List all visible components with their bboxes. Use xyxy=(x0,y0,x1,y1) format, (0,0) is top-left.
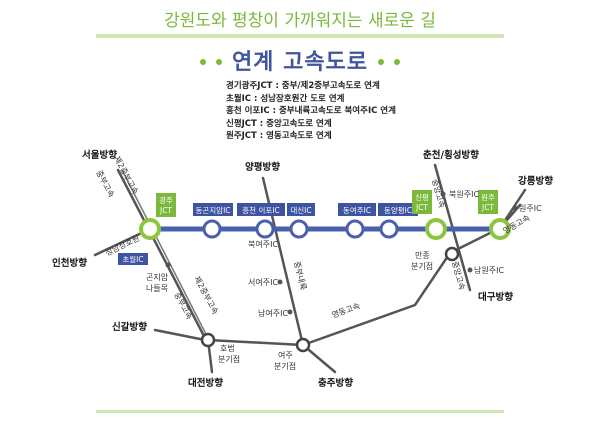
direction-yangpyeong: 양평방향 xyxy=(245,161,280,173)
direction-chungju: 충주방향 xyxy=(318,377,353,389)
wonju-jct-label-1: 원주 xyxy=(481,193,495,202)
sinpyeong-jct-node xyxy=(425,218,447,240)
main-title-row: 연계 고속도로 xyxy=(0,44,600,76)
hobeop-jct-node xyxy=(200,332,216,348)
bukyeoju-ic-label: 북여주IC xyxy=(248,239,278,249)
header-subtitle: 강원도와 평창이 가까워지는 새로운 길 xyxy=(164,11,436,31)
daesin-ic-box xyxy=(287,203,315,216)
dongyeoju-ic-label: 동여주IC xyxy=(343,205,371,215)
gwangju-jct-label-1: 광주 xyxy=(159,195,173,205)
chowol-ic-box xyxy=(118,253,148,265)
gonjiam-ic-dot xyxy=(165,262,171,268)
donggonjiam-ic-box xyxy=(193,203,233,216)
yeoju-jct-node xyxy=(295,337,311,353)
gonjiam-label-2: 나들목 xyxy=(146,284,168,293)
daesin-ic-node xyxy=(289,219,309,239)
heungcheon-ipo-ic-box xyxy=(237,203,285,216)
bukwonju-ic-dot xyxy=(440,191,446,197)
namwonju-ic-dot xyxy=(467,267,473,273)
description-line: 초월IC : 성남장호원간 도로 연계 xyxy=(226,93,345,104)
yeoju-label-1: 여주 xyxy=(278,350,293,360)
direction-daegu: 대구방향 xyxy=(478,291,513,303)
direction-chuncheon: 춘천/횡성방향 xyxy=(423,149,479,161)
hobeop-label-2: 분기점 xyxy=(218,354,240,364)
direction-singal: 신갈방향 xyxy=(112,321,147,333)
title-dot-right-1 xyxy=(378,58,385,65)
dongyangpyeong-ic-box xyxy=(378,203,418,216)
wonju-jct-box xyxy=(478,190,498,214)
chowol-ic-label: 초월IC xyxy=(122,254,143,264)
main-title: 연계 고속도로 xyxy=(231,50,369,75)
yeongdong-road-label-lower: 영동고속 xyxy=(330,300,361,319)
direction-gangneung: 강릉방향 xyxy=(518,175,553,187)
donggonjiam-ic-label: 동곤지암IC xyxy=(195,205,230,215)
jungbu-expressway xyxy=(116,168,207,340)
description-line: 경기광주JCT : 중부/제2중부고속도로 연계 xyxy=(226,81,380,91)
manjong-label-1: 만종 xyxy=(415,251,430,260)
second-jungbu-road-label-lower: 제2중부고속 xyxy=(192,275,220,316)
dongyeoju-ic-box xyxy=(338,203,376,216)
gonjiam-label-1: 곤지암 xyxy=(146,272,169,282)
hobeop-label-1: 호법 xyxy=(220,343,235,353)
bukwonju-ic-label: 북원주IC xyxy=(449,190,479,199)
yeoju-label-2: 분기점 xyxy=(274,361,296,371)
namyeoju-ic-label: 남여주IC xyxy=(258,308,288,318)
dongyeoju-ic-node xyxy=(345,219,365,239)
second-jungbu-road-label-upper: 제2중부고속 xyxy=(112,155,140,196)
wonju-ic-label: 원주IC xyxy=(519,204,542,213)
direction-daejeon: 대전방향 xyxy=(188,377,223,389)
description-line: 원주JCT : 영동고속도로 연계 xyxy=(226,131,332,141)
manjong-jct-node xyxy=(444,246,460,262)
yeongdong-expressway-east xyxy=(301,203,522,347)
sinpyeong-jct-box xyxy=(412,190,432,214)
title-dot-left-1 xyxy=(199,58,206,65)
footer-divider xyxy=(96,410,504,413)
gwangju-jct-node xyxy=(139,218,161,240)
wonju-jct-node xyxy=(489,218,511,240)
title-dot-left-2 xyxy=(215,58,222,65)
direction-incheon: 인천방향 xyxy=(52,257,87,269)
heungcheon-ipo-ic-node xyxy=(255,219,275,239)
dongyangpyeong-ic-label: 동양평IC xyxy=(384,205,412,215)
road-to-singal xyxy=(153,328,207,342)
seoyeoju-ic-label: 서여주IC xyxy=(248,277,278,287)
connection-description: 경기광주JCT : 중부/제2중부고속도로 연계 초월IC : 성남장호원간 도… xyxy=(226,80,396,143)
namyeoju-ic-dot xyxy=(287,309,293,315)
gwangju-jct-box xyxy=(156,193,176,217)
manjong-label-2: 분기점 xyxy=(411,261,433,271)
second-jungbu-expressway xyxy=(121,169,211,343)
direction-seoul: 서울방향 xyxy=(82,149,117,161)
namwonju-ic-label: 남원주IC xyxy=(474,266,504,275)
description-line: 흥천 이포IC : 중부내륙고속도로 북여주IC 연계 xyxy=(226,106,396,116)
wonju-jct-label-2: JCT xyxy=(481,203,494,212)
gwangju-jct-label-2: JCT xyxy=(159,206,172,215)
title-dot-right-2 xyxy=(394,58,401,65)
description-line: 신평JCT : 중앙고속도로 연계 xyxy=(226,118,332,129)
heungcheon-ipo-ic-label: 흥천 이포IC xyxy=(242,205,279,215)
jungbu-naeryuk-road-label: 중부내륙 xyxy=(292,260,308,291)
jungbu-road-label-upper: 중부고속 xyxy=(94,169,116,199)
seoyeoju-ic-dot xyxy=(277,279,283,285)
sinpyeong-jct-label-1: 신평 xyxy=(415,192,429,202)
header-divider xyxy=(96,34,504,38)
yeongdong-expressway-west xyxy=(206,338,305,347)
donggonjiam-ic-node xyxy=(202,219,222,239)
sinpyeong-jct-label-2: JCT xyxy=(415,203,428,212)
wonju-ic-dot xyxy=(512,205,518,211)
daesin-ic-label: 대신IC xyxy=(290,206,311,215)
dongyangpyeong-ic-node xyxy=(379,219,399,239)
